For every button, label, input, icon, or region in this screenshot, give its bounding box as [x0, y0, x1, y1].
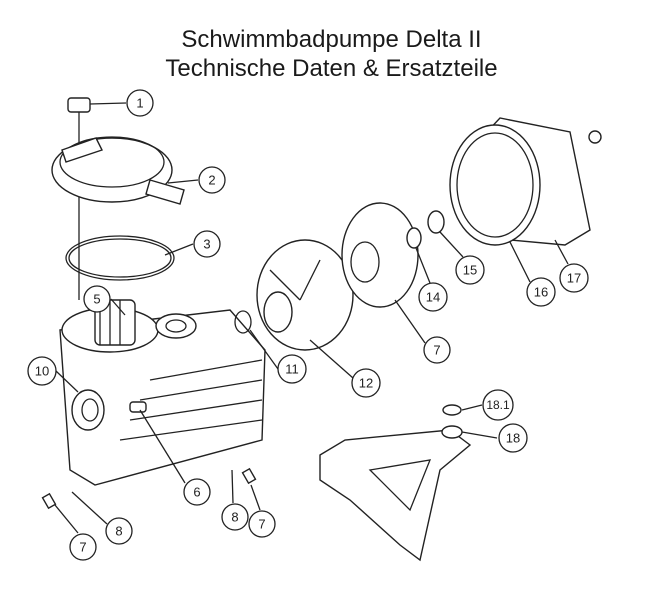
svg-text:12: 12	[359, 376, 373, 391]
leader-lines	[54, 102, 569, 534]
callout-8-left: 8	[105, 517, 133, 545]
svg-text:14: 14	[426, 290, 440, 305]
callout-10: 10	[27, 356, 57, 386]
part-pump-housing	[59, 299, 266, 486]
callout-5: 5	[83, 285, 111, 313]
part-diffuser	[256, 239, 354, 351]
part-o-ring	[65, 235, 175, 281]
part-seal-ring-2	[427, 210, 445, 234]
callout-7-impeller: 7	[423, 336, 451, 364]
svg-text:1: 1	[136, 96, 143, 111]
callout-17: 17	[559, 263, 589, 293]
svg-text:16: 16	[534, 285, 548, 300]
callout-7-left: 7	[69, 533, 97, 561]
svg-text:7: 7	[433, 343, 440, 358]
part-motor-flange	[449, 117, 602, 246]
part-pump-foot	[319, 404, 472, 562]
svg-text:17: 17	[567, 271, 581, 286]
title-line-1: Schwimmbadpumpe Delta II	[181, 26, 482, 53]
svg-text:8: 8	[115, 524, 122, 539]
svg-text:7: 7	[258, 517, 265, 532]
callout-18-1: 18.1	[482, 389, 514, 421]
callout-15: 15	[455, 255, 485, 285]
callout-6: 6	[183, 478, 211, 506]
callout-1: 1	[126, 89, 154, 117]
svg-text:18: 18	[506, 431, 520, 446]
callout-7-right: 7	[248, 510, 276, 538]
svg-text:3: 3	[203, 237, 210, 252]
part-seal-ring	[234, 310, 252, 334]
svg-text:6: 6	[193, 485, 200, 500]
callout-2: 2	[198, 166, 226, 194]
svg-text:15: 15	[463, 263, 477, 278]
callout-3: 3	[193, 230, 221, 258]
part-lid	[51, 136, 185, 205]
title-line-2: Technische Daten & Ersatzteile	[165, 55, 498, 82]
callout-16: 16	[526, 277, 556, 307]
callout-11: 11	[277, 354, 307, 384]
part-drain-screw-2	[241, 467, 257, 485]
callout-18: 18	[498, 423, 528, 453]
svg-text:8: 8	[231, 510, 238, 525]
svg-text:11: 11	[285, 362, 299, 377]
part-drain-screw	[41, 492, 57, 510]
svg-text:7: 7	[79, 540, 86, 555]
callout-14: 14	[418, 282, 448, 312]
part-seal	[406, 227, 422, 249]
svg-text:18.1: 18.1	[486, 398, 510, 412]
svg-text:10: 10	[35, 364, 49, 379]
svg-text:2: 2	[208, 173, 215, 188]
callout-8-mid: 8	[221, 503, 249, 531]
svg-text:5: 5	[93, 292, 100, 307]
part-impeller	[341, 202, 419, 308]
callout-12: 12	[351, 368, 381, 398]
